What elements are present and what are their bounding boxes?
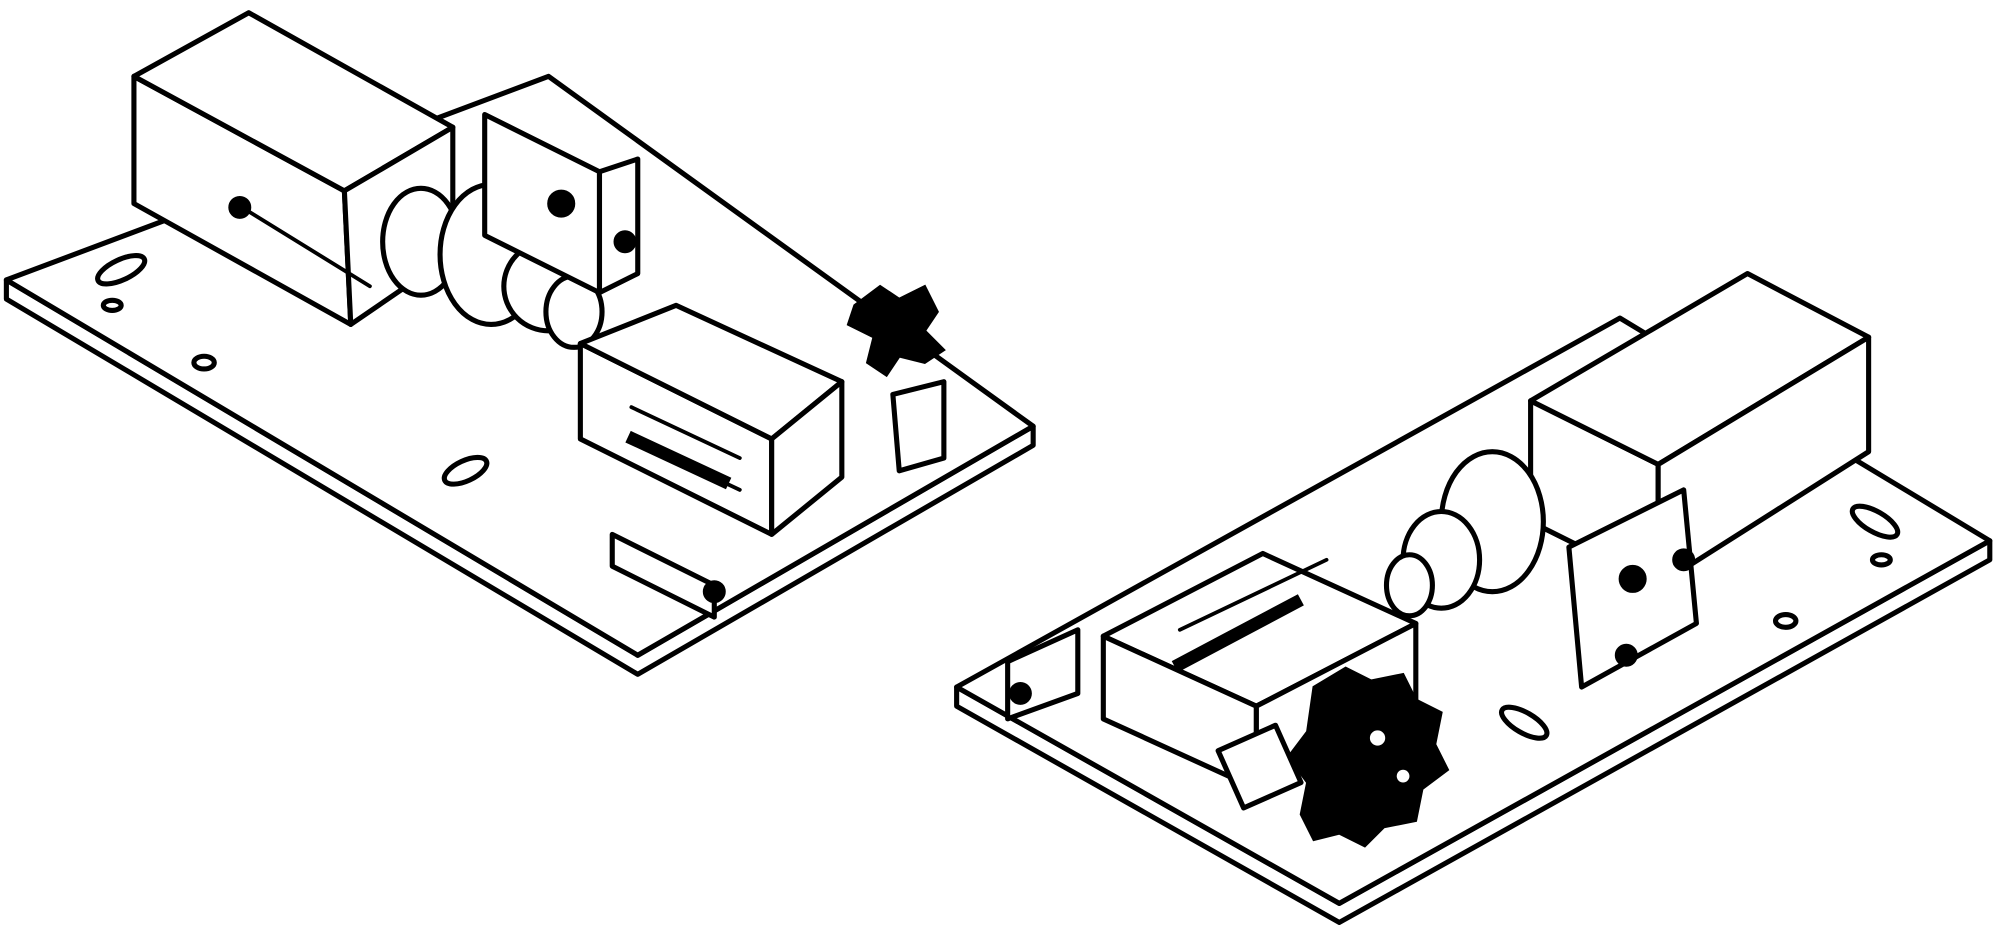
mounting-hole <box>100 297 124 313</box>
left-gear <box>846 284 947 474</box>
left-mechanical-assembly <box>3 10 1036 677</box>
mounting-slot <box>1499 704 1550 741</box>
mounting-hole <box>1869 552 1893 568</box>
mounting-slot <box>95 253 148 287</box>
mounting-slot <box>1849 503 1901 540</box>
left-bracket <box>482 111 641 296</box>
right-coupling <box>1383 449 1546 619</box>
mounting-hole <box>191 353 217 372</box>
right-bracket <box>1566 487 1699 690</box>
right-gear <box>1215 666 1450 848</box>
mounting-slot <box>441 454 490 487</box>
mounting-hole <box>1772 612 1799 630</box>
right-mechanical-assembly <box>954 271 1993 925</box>
left-solenoid-coil <box>577 302 845 620</box>
